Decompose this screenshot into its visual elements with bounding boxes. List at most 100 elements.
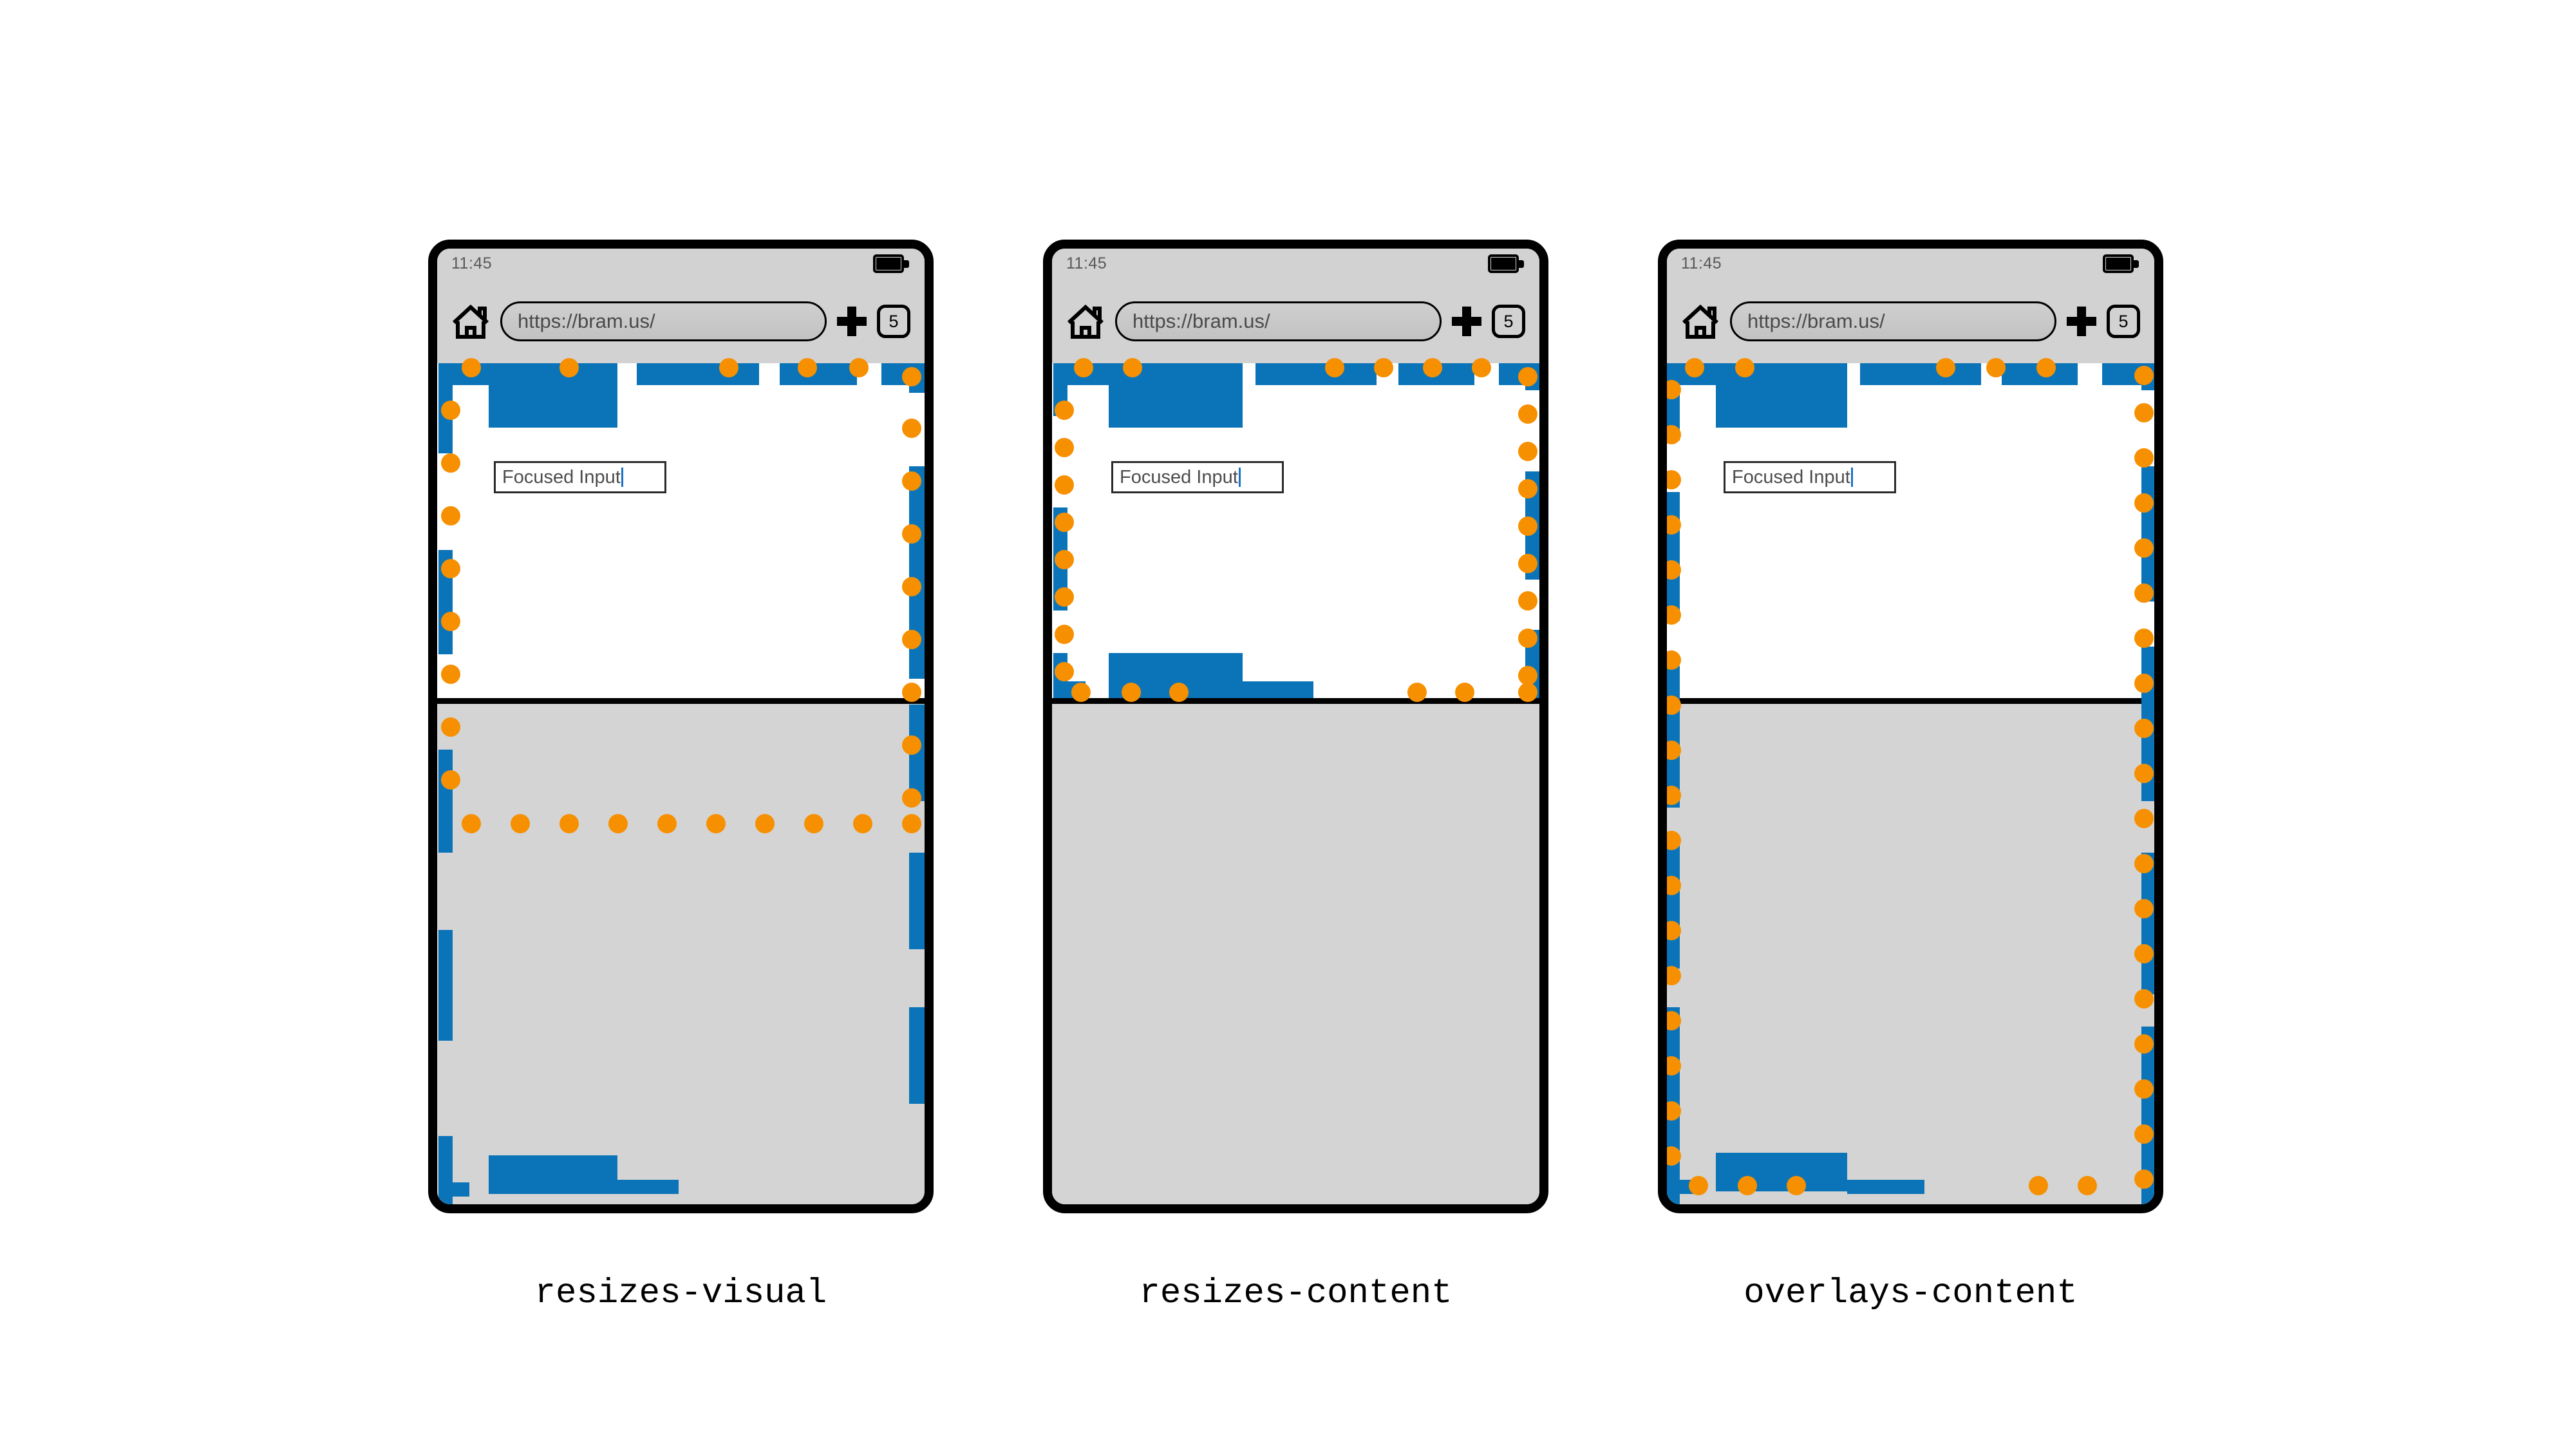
viewport-marker-dot xyxy=(2078,1176,2097,1195)
url-bar[interactable]: https://bram.us/ xyxy=(1115,301,1442,341)
home-icon[interactable] xyxy=(451,303,490,339)
browser-chrome-1: 11:45 https://bram.us/ 5 xyxy=(437,249,925,363)
viewport-marker-dot xyxy=(1667,515,1681,535)
status-clock: 11:45 xyxy=(451,254,493,272)
status-clock: 11:45 xyxy=(1066,254,1107,272)
focused-input-2[interactable]: Focused Input xyxy=(1111,461,1284,493)
viewport-marker-dot xyxy=(902,630,921,649)
viewport-marker-dot xyxy=(2134,989,2154,1009)
viewport-marker-dot xyxy=(559,358,579,377)
page-edge-segment xyxy=(2141,466,2154,601)
viewport-marker-dot xyxy=(441,665,460,684)
virtual-keyboard-1[interactable] xyxy=(437,698,925,1204)
viewport-marker-dot xyxy=(902,683,921,702)
viewport-marker-dot xyxy=(1936,358,1955,377)
url-bar[interactable]: https://bram.us/ xyxy=(500,301,827,341)
viewport-marker-dot xyxy=(1055,662,1074,681)
viewport-marker-dot xyxy=(1518,629,1537,648)
viewport-marker-dot xyxy=(462,358,481,377)
input-value: Focused Input xyxy=(1732,466,1850,488)
viewport-marker-dot xyxy=(559,814,579,833)
page-edge-segment xyxy=(1667,840,1680,969)
viewport-marker-dot xyxy=(1169,683,1189,702)
viewport-marker-dot xyxy=(1667,966,1681,985)
viewport-marker-dot xyxy=(1055,401,1074,420)
viewport-marker-dot xyxy=(657,814,677,833)
viewport-marker-dot xyxy=(2134,1034,2154,1054)
plus-icon[interactable] xyxy=(837,307,867,336)
viewport-marker-dot xyxy=(1667,876,1681,895)
viewport-marker-dot xyxy=(1518,683,1537,702)
viewport-marker-dot xyxy=(1518,367,1537,386)
page-edge-segment xyxy=(1716,363,1847,428)
tab-count-button[interactable]: 5 xyxy=(877,305,910,338)
viewport-marker-dot xyxy=(2134,719,2154,738)
viewport-marker-dot xyxy=(1055,438,1074,457)
home-icon[interactable] xyxy=(1681,303,1720,339)
viewport-marker-dot xyxy=(2134,583,2154,603)
page-edge-segment xyxy=(909,853,925,949)
page-edge-segment xyxy=(438,750,453,853)
viewport-marker-dot xyxy=(2134,944,2154,963)
viewport-marker-dot xyxy=(2134,1170,2154,1189)
url-text: https://bram.us/ xyxy=(518,310,655,332)
viewport-marker-dot xyxy=(1667,1101,1681,1121)
virtual-keyboard-3[interactable] xyxy=(1667,698,2154,1204)
viewport-marker-dot xyxy=(1738,1176,1757,1195)
viewport-marker-dot xyxy=(1667,650,1681,670)
viewport-marker-dot xyxy=(2134,674,2154,693)
viewport-marker-dot xyxy=(1667,380,1681,399)
tab-count-button[interactable]: 5 xyxy=(2107,305,2140,338)
viewport-marker-dot xyxy=(798,358,817,377)
viewport-marker-dot xyxy=(1667,1146,1681,1166)
text-caret-icon xyxy=(1238,468,1241,487)
viewport-marker-dot xyxy=(1667,696,1681,715)
viewport-marker-dot xyxy=(1685,358,1704,377)
viewport-marker-dot xyxy=(1518,516,1537,536)
viewport-marker-dot xyxy=(755,814,775,833)
viewport-marker-dot xyxy=(1123,358,1142,377)
focused-input-3[interactable]: Focused Input xyxy=(1724,461,1896,493)
viewport-marker-dot xyxy=(1325,358,1344,377)
focused-input-1[interactable]: Focused Input xyxy=(494,461,666,493)
input-value: Focused Input xyxy=(502,466,621,488)
viewport-marker-dot xyxy=(2134,1079,2154,1099)
input-value: Focused Input xyxy=(1120,466,1238,488)
viewport-marker-dot xyxy=(2134,629,2154,648)
viewport-marker-dot xyxy=(1986,358,2006,377)
virtual-keyboard-2[interactable] xyxy=(1052,698,1539,1204)
viewport-marker-dot xyxy=(1122,683,1141,702)
caption-resizes-visual: resizes-visual xyxy=(534,1274,827,1313)
viewport-marker-dot xyxy=(1667,425,1681,444)
viewport-marker-dot xyxy=(2134,366,2154,385)
battery-full-icon xyxy=(2103,254,2139,273)
tab-count-button[interactable]: 5 xyxy=(1492,305,1525,338)
page-edge-segment xyxy=(1667,492,1680,621)
url-bar[interactable]: https://bram.us/ xyxy=(1730,301,2056,341)
viewport-marker-dot xyxy=(853,814,872,833)
viewport-marker-dot xyxy=(1689,1176,1708,1195)
page-body-box-2 xyxy=(1052,363,1539,698)
browser-chrome-3: 11:45 https://bram.us/ 5 xyxy=(1667,249,2154,363)
viewport-marker-dot xyxy=(511,814,530,833)
home-icon[interactable] xyxy=(1066,303,1105,339)
page-edge-segment xyxy=(489,363,617,428)
status-bar-1: 11:45 xyxy=(437,249,925,279)
viewport-marker-dot xyxy=(1667,1011,1681,1030)
page-edge-segment xyxy=(1255,363,1377,385)
viewport-marker-dot xyxy=(902,471,921,491)
viewport-marker-dot xyxy=(1055,513,1074,532)
plus-icon[interactable] xyxy=(1452,307,1481,336)
screen-2: Focused Input xyxy=(1052,358,1539,1204)
viewport-marker-dot xyxy=(849,358,869,377)
page-edge-segment xyxy=(489,1155,617,1194)
viewport-marker-dot xyxy=(1055,625,1074,644)
viewport-marker-dot xyxy=(2134,493,2154,513)
page-edge-segment xyxy=(1716,1153,1847,1191)
plus-icon[interactable] xyxy=(2067,307,2096,336)
viewport-marker-dot xyxy=(1518,442,1537,461)
viewport-marker-dot xyxy=(1472,358,1491,377)
screen-1: Focused Input xyxy=(437,358,925,1204)
viewport-marker-dot xyxy=(2134,854,2154,873)
